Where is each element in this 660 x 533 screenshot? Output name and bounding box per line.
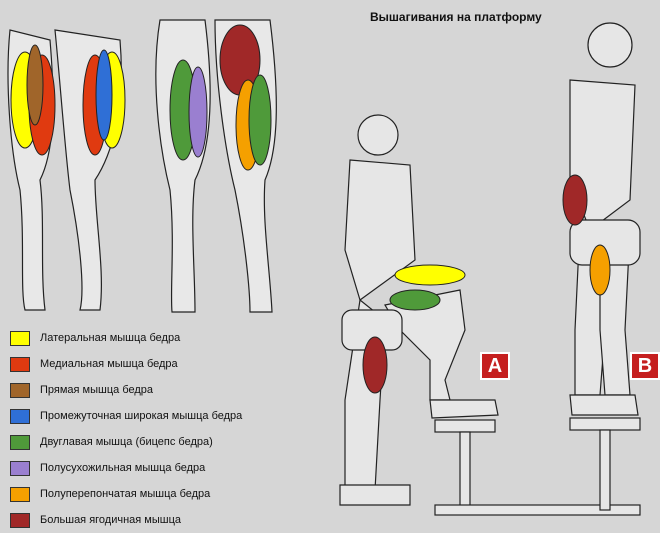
legend-label: Полуперепончатая мышца бедра: [40, 488, 211, 500]
legend-item: Полусухожильная мышца бедра: [10, 455, 242, 481]
legend-item: Прямая мышца бедра: [10, 377, 242, 403]
legend: Латеральная мышца бедра Медиальная мышца…: [10, 325, 242, 533]
badge-a: A: [480, 352, 510, 380]
legend-item: Латеральная мышца бедра: [10, 325, 242, 351]
legend-swatch: [10, 512, 30, 528]
legend-item: Полуперепончатая мышца бедра: [10, 481, 242, 507]
legend-label: Латеральная мышца бедра: [40, 332, 181, 344]
page-title: Вышагивания на платформу: [370, 10, 542, 24]
legend-item: Медиальная мышца бедра: [10, 351, 242, 377]
legend-label: Прямая мышца бедра: [40, 384, 154, 396]
legend-swatch: [10, 486, 30, 502]
legend-item: Большая ягодичная мышца: [10, 507, 242, 533]
legend-item: Промежуточная широкая мышца бедра: [10, 403, 242, 429]
badge-b: B: [630, 352, 660, 380]
legend-label: Двуглавая мышца (бицепс бедра): [40, 436, 213, 448]
legend-label: Промежуточная широкая мышца бедра: [40, 410, 243, 422]
legend-item: Двуглавая мышца (бицепс бедра): [10, 429, 242, 455]
legend-swatch: [10, 434, 30, 450]
legend-label: Полусухожильная мышца бедра: [40, 462, 206, 474]
legend-swatch: [10, 330, 30, 346]
legend-swatch: [10, 356, 30, 372]
legend-swatch: [10, 460, 30, 476]
legend-swatch: [10, 408, 30, 424]
legend-swatch: [10, 382, 30, 398]
legend-label: Большая ягодичная мышца: [40, 514, 182, 526]
legend-label: Медиальная мышца бедра: [40, 358, 178, 370]
